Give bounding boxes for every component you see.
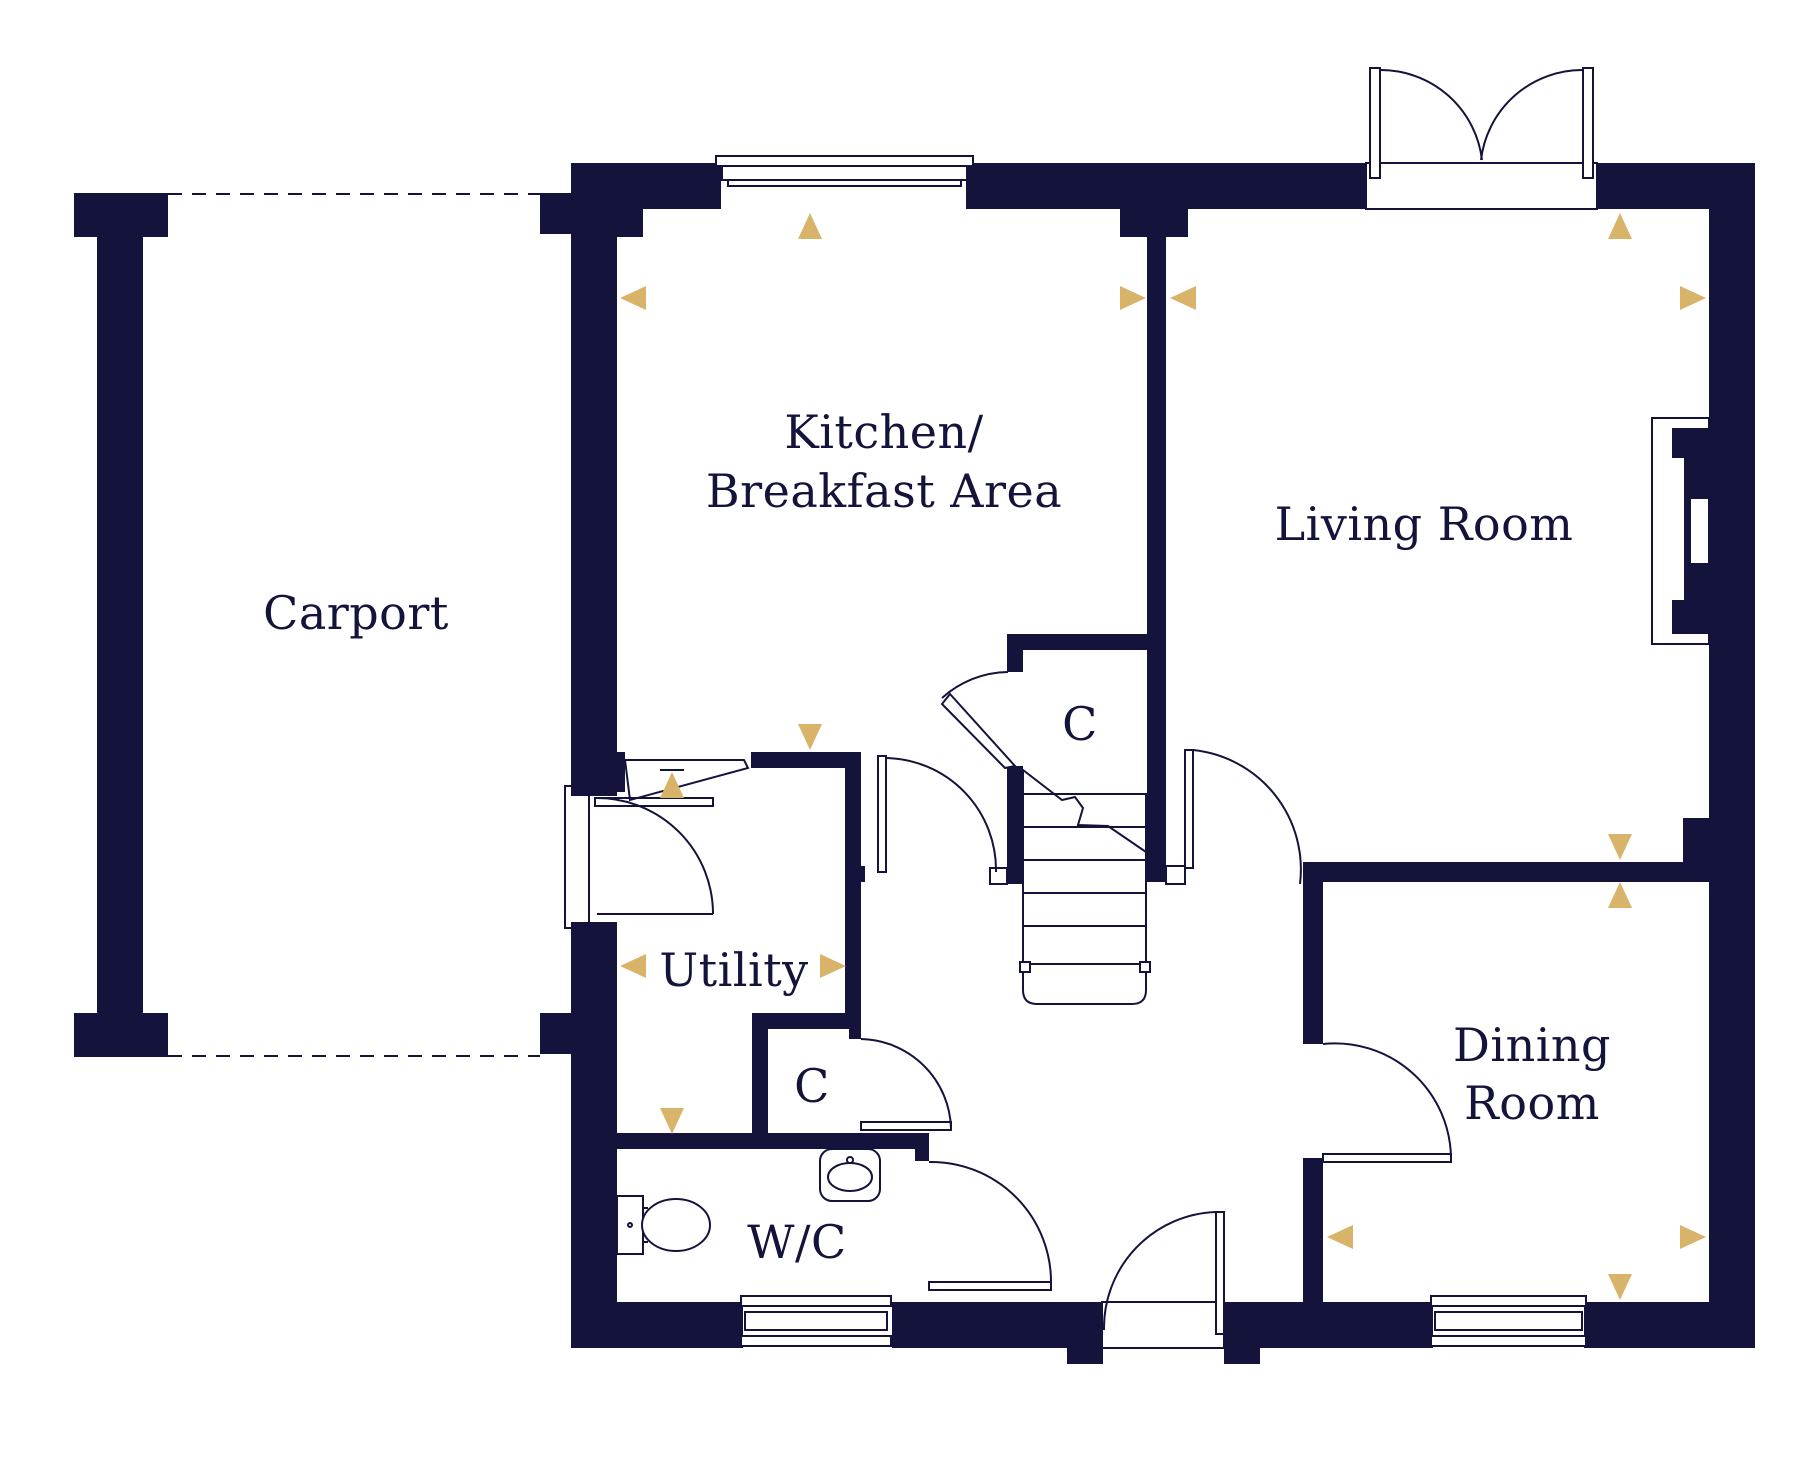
dining-room-label-line1: Dining	[1453, 1018, 1611, 1072]
fireplace-icon	[1651, 417, 1710, 645]
dimension-arrow-icon	[820, 954, 846, 978]
door-swing-icon	[860, 1038, 952, 1131]
door-swing-icon	[940, 671, 1017, 770]
dimension-arrow-icon	[1120, 286, 1146, 310]
cupboard-label-upper: C	[1062, 697, 1098, 751]
dimension-arrow-icon	[798, 213, 822, 239]
door-swing-icon	[1165, 749, 1302, 885]
cupboard-label-lower: C	[794, 1059, 830, 1113]
dimension-arrows	[620, 213, 1706, 1300]
dimension-arrow-icon	[620, 954, 646, 978]
stair-icon	[1019, 767, 1151, 1005]
window-icon	[1430, 1295, 1587, 1347]
dimension-arrow-icon	[1608, 882, 1632, 908]
door-swing-icon	[877, 755, 1008, 885]
living-room-label: Living Room	[1275, 497, 1574, 551]
dimension-arrow-icon	[1327, 1225, 1353, 1249]
window-icon	[740, 1295, 892, 1347]
dimension-arrow-icon	[620, 286, 646, 310]
carport-post-top	[74, 193, 168, 237]
door-swing-icon	[1101, 1211, 1225, 1349]
dimension-arrow-icon	[1608, 1274, 1632, 1300]
dimension-arrow-icon	[1608, 834, 1632, 860]
dimension-arrow-icon	[1680, 286, 1706, 310]
door-swing-icon	[564, 785, 714, 929]
dimension-arrow-icon	[1170, 286, 1196, 310]
door-swing-icon	[1322, 1042, 1452, 1163]
room-labels: Carport Kitchen/ Breakfast Area Living R…	[263, 405, 1611, 1269]
french-door-icon	[1365, 67, 1598, 210]
dimension-arrow-icon	[660, 772, 684, 798]
wc-label: W/C	[747, 1215, 846, 1269]
toilet-icon	[616, 1195, 711, 1255]
kitchen-label-line2: Breakfast Area	[706, 464, 1062, 518]
dimension-arrow-icon	[660, 1108, 684, 1134]
dining-room-label-line2: Room	[1464, 1076, 1600, 1130]
door-swing-icon	[928, 1160, 1053, 1291]
carport-post-bottom	[74, 1013, 168, 1057]
dimension-arrow-icon	[1680, 1225, 1706, 1249]
external-walls	[540, 163, 1755, 1364]
utility-label: Utility	[659, 943, 808, 997]
kitchen-label-line1: Kitchen/	[784, 405, 983, 459]
dimension-arrow-icon	[1608, 213, 1632, 239]
internal-walls	[617, 209, 1709, 1302]
dimension-arrow-icon	[798, 724, 822, 750]
door-swing-icon	[623, 759, 750, 802]
carport-label: Carport	[263, 586, 449, 640]
window-icon	[715, 155, 974, 187]
carport	[74, 193, 540, 1057]
sink-icon	[819, 1148, 881, 1202]
carport-side-wall	[97, 237, 143, 1013]
